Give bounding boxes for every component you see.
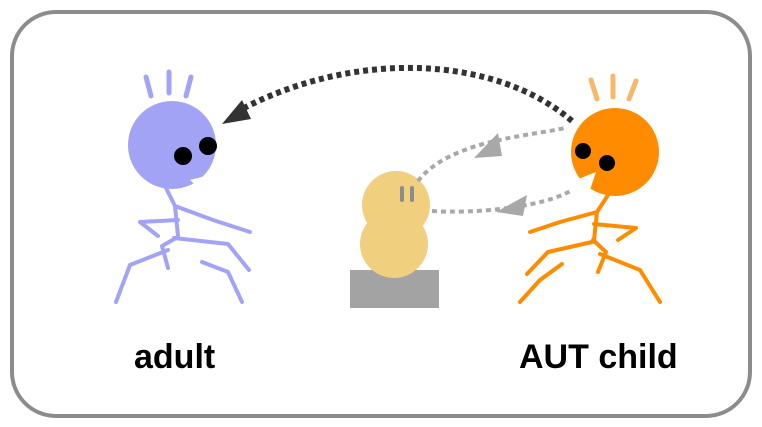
child-eye-right — [599, 155, 615, 171]
gaze-arrowhead-child-to-adult — [222, 100, 251, 124]
child-body — [518, 190, 662, 304]
adult-body — [114, 186, 252, 304]
adult-head — [128, 101, 216, 189]
adult-eye-left — [174, 147, 192, 165]
child-label: AUT child — [519, 338, 678, 376]
child-mouth — [576, 172, 596, 190]
toy — [350, 171, 439, 308]
child-figure — [518, 73, 662, 304]
gaze-arrowhead-toy-to-child — [474, 133, 502, 158]
child-eye-left — [575, 143, 591, 159]
gaze-arrowhead-child-to-toy — [496, 195, 527, 216]
adult-label: adult — [134, 338, 216, 376]
adult-mouth — [190, 174, 213, 190]
toy-marks — [400, 186, 414, 202]
adult-eye-right — [199, 137, 217, 155]
child-attention-lines — [588, 73, 639, 102]
adult-figure — [114, 69, 252, 304]
adult-attention-lines — [143, 69, 194, 99]
gaze-arrow-child-to-adult — [240, 64, 574, 124]
